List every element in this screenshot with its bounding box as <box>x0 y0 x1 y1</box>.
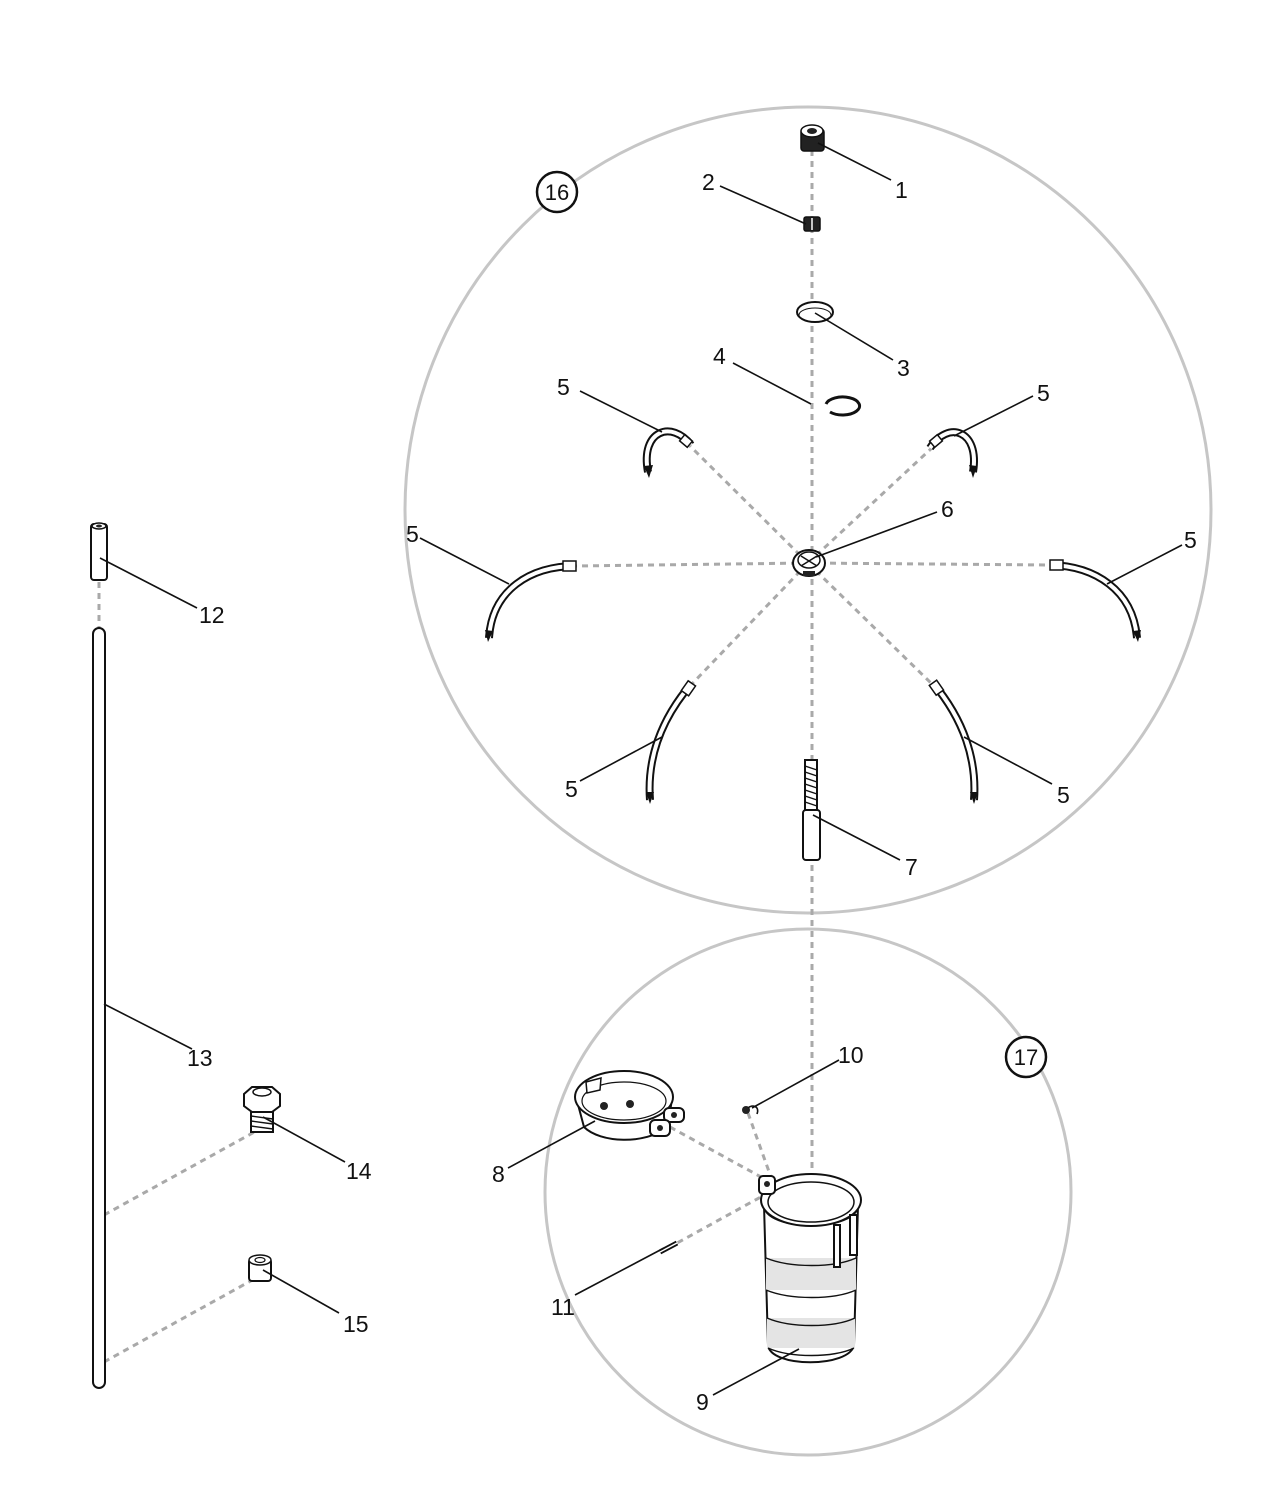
callout-labels: 1 2 3 4 5 5 5 5 6 5 5 7 10 8 11 9 12 13 … <box>187 169 1197 1415</box>
arm-bottom-right <box>928 679 979 804</box>
part-3-washer <box>796 301 834 323</box>
part-4-spring-ring <box>824 395 862 417</box>
leader-lines <box>99 142 1183 1396</box>
callout-13: 13 <box>187 1045 213 1071</box>
part-7-threaded-stud <box>802 759 821 861</box>
callout-7: 7 <box>905 854 918 880</box>
part-1-cap-nut <box>800 124 825 152</box>
callout-6: 6 <box>941 496 954 522</box>
arm-top-right <box>926 428 978 478</box>
callout-5-right: 5 <box>1184 527 1197 553</box>
part-5-arms <box>485 427 1141 804</box>
callout-3: 3 <box>897 355 910 381</box>
part-11-pin <box>658 1240 679 1255</box>
callout-8: 8 <box>492 1161 505 1187</box>
part-8-clamp-ring <box>574 1070 685 1141</box>
part-15-bushing <box>248 1254 272 1282</box>
callout-5-bottom-left: 5 <box>565 776 578 802</box>
callout-10: 10 <box>838 1042 864 1068</box>
group-16-circle <box>403 105 1213 915</box>
part-13-rod <box>92 627 106 1389</box>
part-9-canister <box>758 1173 862 1364</box>
part-12-sleeve <box>90 522 108 581</box>
callout-5-left: 5 <box>406 521 419 547</box>
arm-left <box>485 560 577 642</box>
callout-4: 4 <box>713 343 726 369</box>
arm-bottom-left <box>645 679 697 804</box>
assembly-paths <box>97 150 1051 1364</box>
group-17-label: 17 <box>1014 1045 1038 1070</box>
group-16-label: 16 <box>545 180 569 205</box>
callout-5-top-left: 5 <box>557 374 570 400</box>
part-14-threaded-plug <box>243 1086 281 1133</box>
callout-12: 12 <box>199 602 225 628</box>
part-2-nut <box>803 216 821 232</box>
arm-top-left <box>642 427 695 478</box>
callout-2: 2 <box>702 169 715 195</box>
part-6-hub <box>792 549 826 577</box>
callout-15: 15 <box>343 1311 369 1337</box>
arm-right <box>1049 559 1141 642</box>
callout-5-top-right: 5 <box>1037 380 1050 406</box>
callout-11: 11 <box>551 1294 575 1320</box>
group-16-badge: 16 <box>535 170 579 214</box>
group-17-circle <box>543 927 1073 1457</box>
group-17-badge: 17 <box>1004 1035 1048 1079</box>
callout-9: 9 <box>696 1389 709 1415</box>
callout-14: 14 <box>346 1158 372 1184</box>
part-10-pin-clip <box>742 1105 759 1115</box>
callout-1: 1 <box>895 177 908 203</box>
callout-5-bottom-right: 5 <box>1057 782 1070 808</box>
